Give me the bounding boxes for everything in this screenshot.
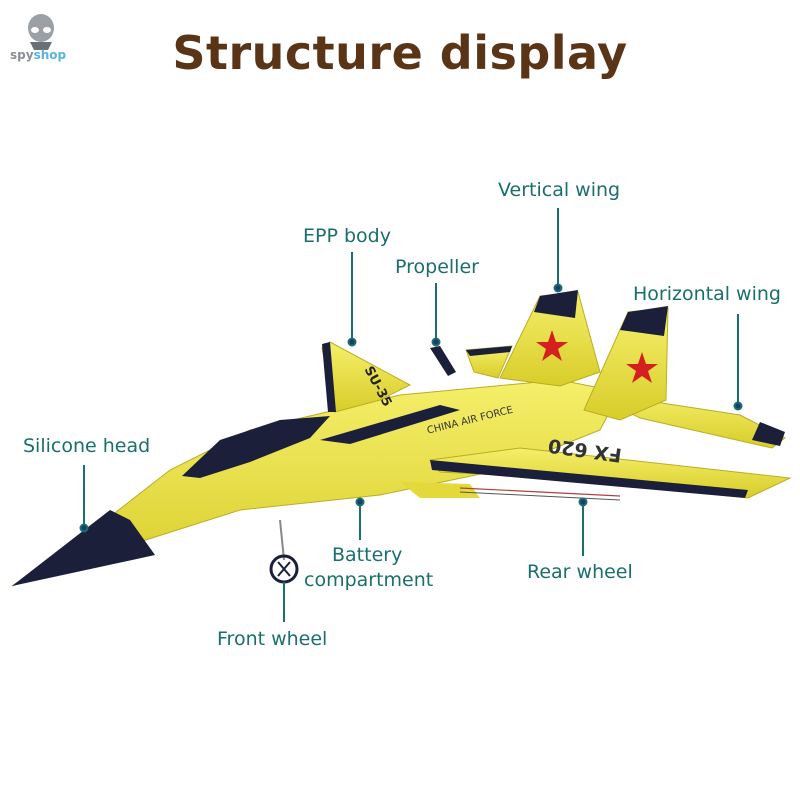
label-epp-body: EPP body — [303, 225, 391, 247]
brand-text-part2: shop — [33, 48, 67, 62]
brand-text: spyshop — [10, 48, 66, 62]
brand-text-part1: spy — [10, 48, 34, 62]
label-front-wheel: Front wheel — [217, 628, 328, 650]
page-title: Structure display — [172, 26, 628, 80]
star-icon — [626, 352, 658, 383]
label-horizontal-wing: Horizontal wing — [633, 283, 781, 305]
alien-logo-icon — [28, 14, 54, 50]
nose-cone-shape — [12, 510, 155, 586]
canopy-shape — [182, 416, 330, 478]
label-battery-compartment: Battery compartment — [304, 543, 433, 593]
star-icon — [536, 330, 568, 361]
label-battery-line1: Battery — [332, 544, 403, 566]
label-battery-line2: compartment — [304, 569, 434, 591]
label-rear-wheel: Rear wheel — [527, 561, 633, 583]
label-vertical-wing: Vertical wing — [498, 179, 621, 201]
propeller-shape — [430, 346, 456, 376]
label-silicone-head: Silicone head — [23, 435, 151, 457]
label-propeller: Propeller — [395, 256, 479, 278]
